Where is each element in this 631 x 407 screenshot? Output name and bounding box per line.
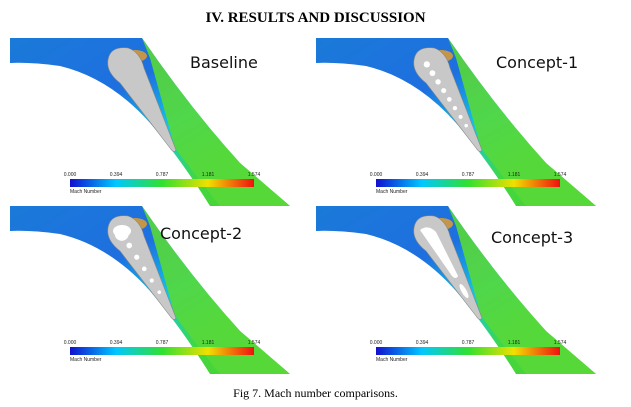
colorbar — [376, 347, 560, 355]
flow-passage-green — [448, 38, 596, 206]
flow-passage-green — [142, 38, 290, 206]
colorbar-tick: 1.181 — [201, 340, 215, 346]
colorbar-tick: 1.574 — [247, 172, 261, 178]
colorbar — [376, 179, 560, 187]
mach-contour-panel: Concept-2 0.000 0.394 0.787 1.181 1.574 Mach… — [10, 206, 316, 374]
colorbar-label: Mach Number — [70, 189, 102, 195]
turbine-blade — [107, 47, 177, 152]
panel-label: Concept-1 — [496, 53, 579, 72]
section-title: IV. RESULTS AND DISCUSSION — [205, 10, 426, 26]
cooling-hole — [464, 123, 468, 128]
colorbar-tick: 0.000 — [63, 172, 77, 178]
colorbar-label: Mach Number — [376, 189, 408, 195]
cooling-hole — [149, 278, 154, 283]
colorbar-tick: 0.787 — [155, 340, 169, 346]
colorbar-tick: 0.000 — [63, 340, 77, 346]
colorbar-tick: 0.000 — [369, 172, 383, 178]
colorbar-label: Mach Number — [376, 357, 408, 363]
cooling-hole — [423, 61, 430, 68]
colorbar-tick: 0.000 — [369, 340, 383, 346]
mach-contour-plot — [316, 38, 596, 206]
cooling-hole — [157, 290, 162, 294]
cooling-hole — [114, 226, 129, 241]
cooling-hole — [459, 283, 469, 299]
figure-caption: Fig 7. Mach number comparisons. — [233, 386, 398, 400]
colorbar-tick: 0.394 — [109, 172, 123, 178]
panel-label: Concept-2 — [160, 224, 243, 243]
colorbar-tick: 0.394 — [109, 340, 123, 346]
mach-contour-panel: Baseline 0.000 0.394 0.787 1.181 1.574 Mach … — [10, 38, 316, 206]
flow-passage-green — [142, 206, 290, 374]
cooling-hole — [446, 97, 452, 102]
colorbar-tick: 1.181 — [201, 172, 215, 178]
colorbar-tick: 0.787 — [155, 172, 169, 178]
cooling-hole — [141, 266, 147, 272]
colorbar-tick: 0.394 — [415, 340, 429, 346]
colorbar-tick: 1.181 — [507, 172, 521, 178]
colorbar-tick: 0.787 — [461, 172, 475, 178]
cooling-hole — [452, 105, 458, 111]
panel-label: Baseline — [190, 53, 258, 72]
cooling-hole — [420, 227, 458, 278]
mach-contour-plot — [316, 206, 596, 374]
cooling-hole — [126, 242, 133, 249]
colorbar-tick: 0.394 — [415, 172, 429, 178]
colorbar — [70, 179, 254, 187]
colorbar-tick: 0.787 — [461, 340, 475, 346]
panel-label: Concept-3 — [491, 228, 574, 247]
flow-passage-green — [448, 206, 596, 374]
cooling-hole — [458, 114, 463, 119]
colorbar — [70, 347, 254, 355]
cooling-hole — [435, 79, 441, 85]
mach-contour-panel: Concept-1 0.000 0.394 0.787 1.181 1.574 Mach… — [316, 38, 622, 206]
cooling-hole — [134, 254, 140, 260]
colorbar-tick: 1.181 — [507, 340, 521, 346]
mach-contour-plot — [10, 38, 290, 206]
mach-contour-plot — [10, 206, 290, 374]
colorbar-label: Mach Number — [70, 357, 102, 363]
cooling-hole — [441, 88, 447, 94]
colorbar-tick: 1.574 — [553, 340, 567, 346]
colorbar-tick: 1.574 — [247, 340, 261, 346]
mach-contour-panel: Concept-3 0.000 0.394 0.787 1.181 1.574 Mach… — [316, 206, 622, 374]
colorbar-tick: 1.574 — [553, 172, 567, 178]
cooling-hole — [429, 70, 436, 77]
